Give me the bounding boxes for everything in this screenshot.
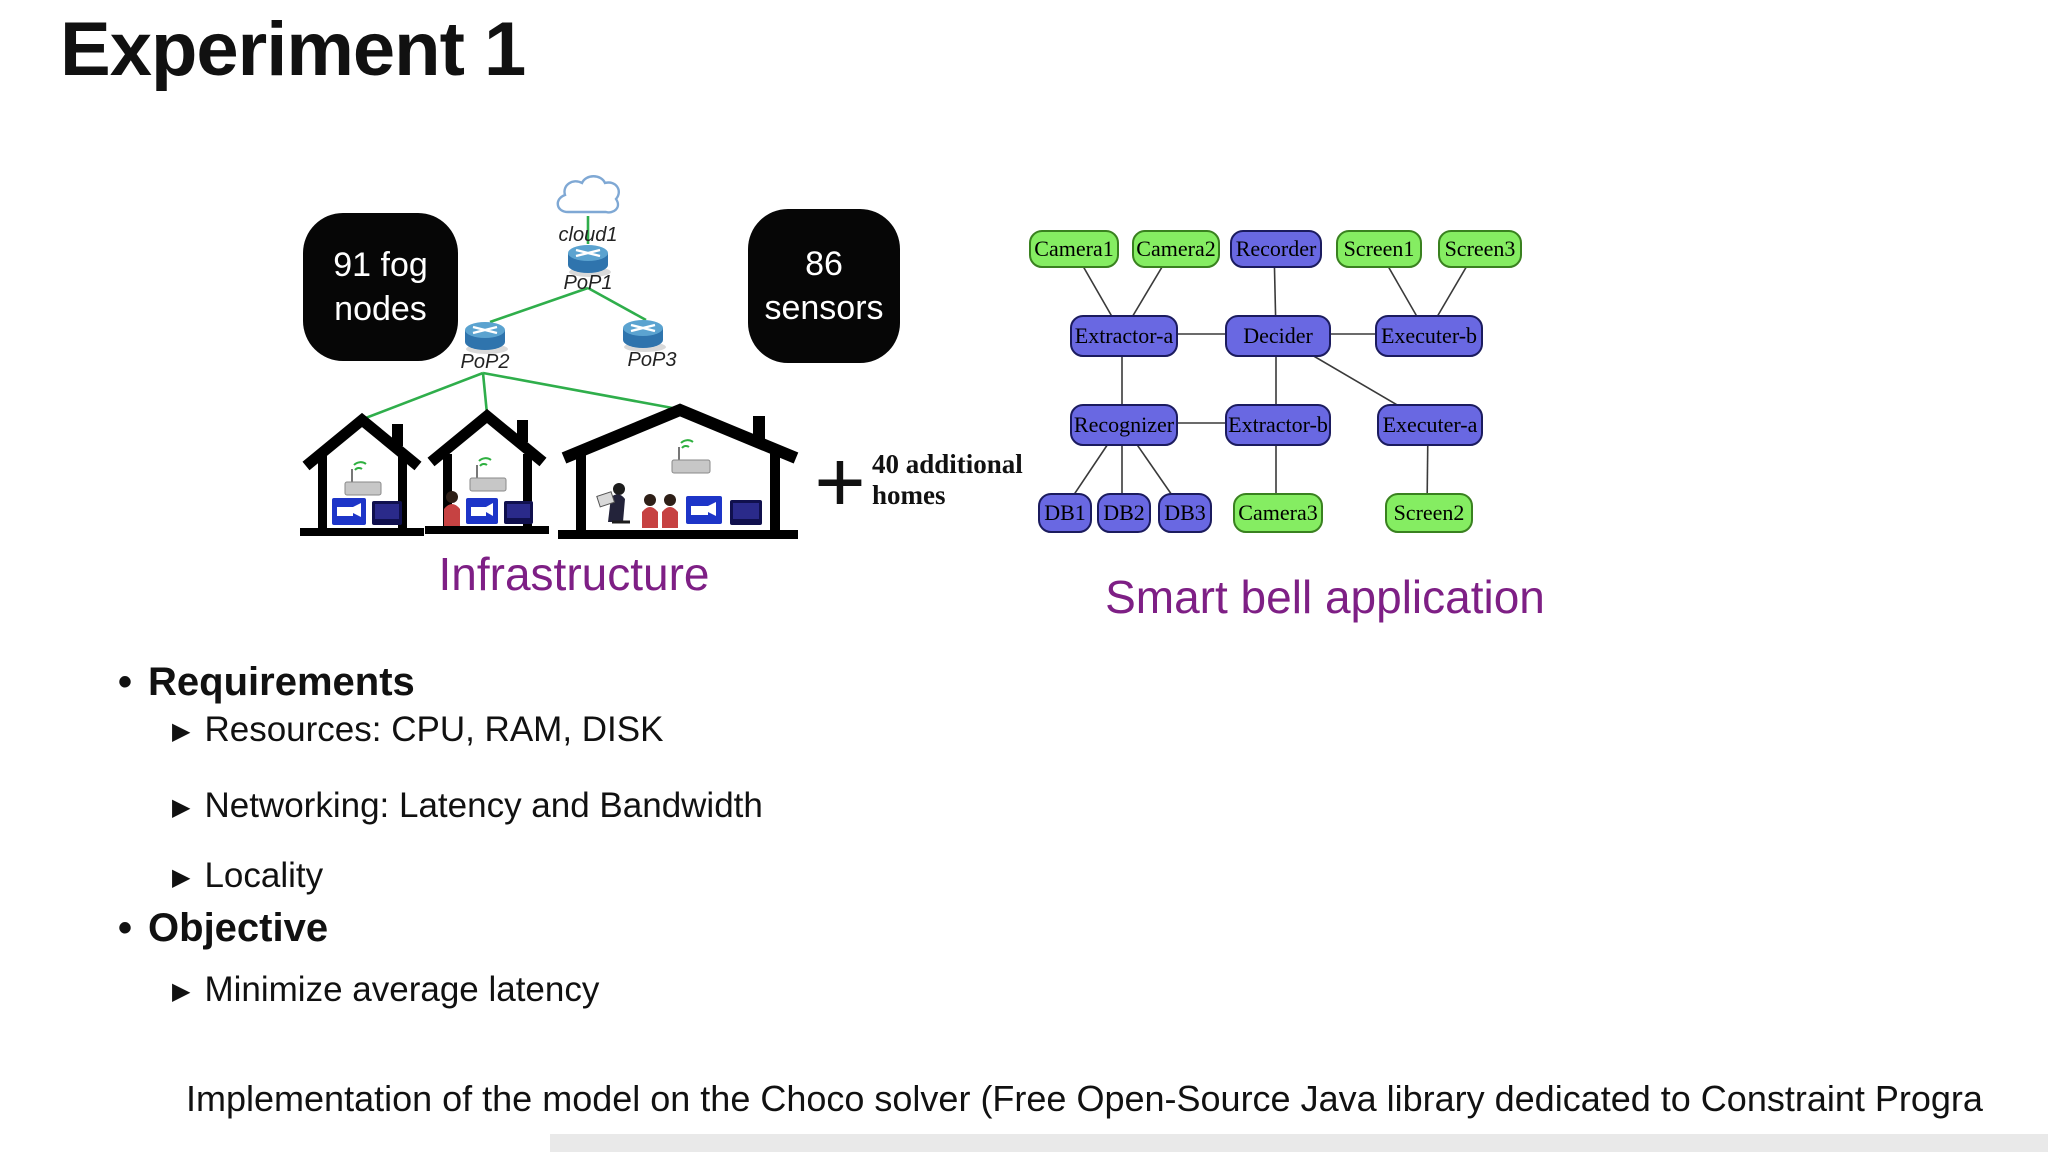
bullet-requirements: • Requirements bbox=[118, 660, 415, 705]
graph-node-db3: DB3 bbox=[1158, 493, 1212, 533]
graph-node-camera3: Camera3 bbox=[1233, 493, 1323, 533]
person-icon bbox=[642, 494, 658, 528]
bullet-dot: • bbox=[118, 906, 133, 950]
graph-node-screen2: Screen2 bbox=[1385, 493, 1473, 533]
graph-node-extractor-b: Extractor-b bbox=[1225, 404, 1331, 446]
router-icon-pop2 bbox=[465, 322, 508, 354]
implementation-note: Implementation of the model on the Choco… bbox=[186, 1078, 1983, 1119]
tv-icon bbox=[504, 501, 533, 524]
graph-node-decider: Decider bbox=[1225, 315, 1331, 357]
slide-title: Experiment 1 bbox=[60, 7, 526, 92]
sensors-badge: 86 sensors bbox=[748, 209, 900, 363]
house-icon-3 bbox=[558, 403, 799, 539]
graph-node-db1: DB1 bbox=[1038, 493, 1092, 533]
house-icon-1 bbox=[300, 412, 424, 536]
fog-badge-line2: nodes bbox=[334, 290, 427, 328]
router-icon-pop3 bbox=[623, 320, 666, 352]
smart-bell-caption: Smart bell application bbox=[1105, 571, 1545, 623]
additional-homes-note: 40 additional homes bbox=[872, 449, 1023, 511]
router-label-pop3: PoP3 bbox=[627, 349, 677, 371]
graph-node-screen3: Screen3 bbox=[1438, 230, 1522, 268]
network-links bbox=[362, 216, 679, 421]
bullet-resources: ▶ Resources: CPU, RAM, DISK bbox=[172, 710, 663, 750]
camera-icon bbox=[686, 496, 722, 524]
bullet-text: Minimize average latency bbox=[204, 970, 600, 1009]
graph-node-recognizer: Recognizer bbox=[1070, 404, 1178, 446]
bullet-triangle-icon: ▶ bbox=[172, 978, 191, 1005]
bullet-triangle-icon: ▶ bbox=[172, 864, 191, 891]
router-label-pop2: PoP2 bbox=[460, 351, 510, 373]
camera-icon bbox=[466, 498, 498, 524]
bullet-triangle-icon: ▶ bbox=[172, 718, 191, 745]
tv-icon bbox=[730, 500, 762, 525]
bullet-minimize-latency: ▶ Minimize average latency bbox=[172, 970, 599, 1010]
graph-node-screen1: Screen1 bbox=[1336, 230, 1422, 268]
cloud-label: cloud1 bbox=[558, 224, 618, 246]
tv-icon bbox=[372, 501, 402, 525]
bullet-text: Resources: CPU, RAM, DISK bbox=[204, 710, 664, 749]
bullet-text: Requirements bbox=[148, 660, 415, 704]
additional-homes-line2: homes bbox=[872, 480, 946, 510]
bullet-locality: ▶ Locality bbox=[172, 856, 323, 896]
graph-node-camera2: Camera2 bbox=[1132, 230, 1220, 268]
router-label-pop1: PoP1 bbox=[563, 272, 613, 294]
graph-node-camera1: Camera1 bbox=[1029, 230, 1119, 268]
cloud-icon bbox=[556, 175, 620, 214]
sensors-badge-line2: sensors bbox=[764, 289, 884, 327]
wifi-router-icon bbox=[469, 457, 507, 492]
bullet-dot: • bbox=[118, 660, 133, 704]
person-at-laptop-icon bbox=[596, 483, 630, 524]
wifi-router-icon bbox=[344, 461, 382, 496]
bullet-networking: ▶ Networking: Latency and Bandwidth bbox=[172, 786, 763, 826]
bullet-text: Objective bbox=[148, 906, 329, 950]
router-icon-pop1 bbox=[568, 245, 611, 277]
camera-icon bbox=[332, 498, 366, 525]
bullet-triangle-icon: ▶ bbox=[172, 794, 191, 821]
wifi-router-icon bbox=[671, 439, 711, 474]
bottom-strip bbox=[550, 1134, 2048, 1152]
plus-icon: + bbox=[813, 431, 867, 533]
infrastructure-caption: Infrastructure bbox=[438, 548, 710, 600]
graph-node-executer-b: Executer-b bbox=[1375, 315, 1483, 357]
graph-node-extractor-a: Extractor-a bbox=[1070, 315, 1178, 357]
bullet-text: Locality bbox=[204, 856, 324, 895]
graph-node-recorder: Recorder bbox=[1230, 230, 1322, 268]
house-icon-2 bbox=[425, 408, 549, 534]
graph-node-db2: DB2 bbox=[1097, 493, 1151, 533]
additional-homes-line1: 40 additional bbox=[872, 449, 1023, 479]
graph-node-executer-a: Executer-a bbox=[1377, 404, 1483, 446]
person-icon bbox=[444, 491, 460, 526]
person-icon bbox=[662, 494, 678, 528]
fog-badge-line1: 91 fog bbox=[333, 246, 428, 284]
bullet-objective: • Objective bbox=[118, 906, 328, 951]
bullet-text: Networking: Latency and Bandwidth bbox=[204, 786, 763, 825]
fog-nodes-badge: 91 fog nodes bbox=[303, 213, 458, 361]
sensors-badge-line1: 86 bbox=[805, 245, 843, 283]
